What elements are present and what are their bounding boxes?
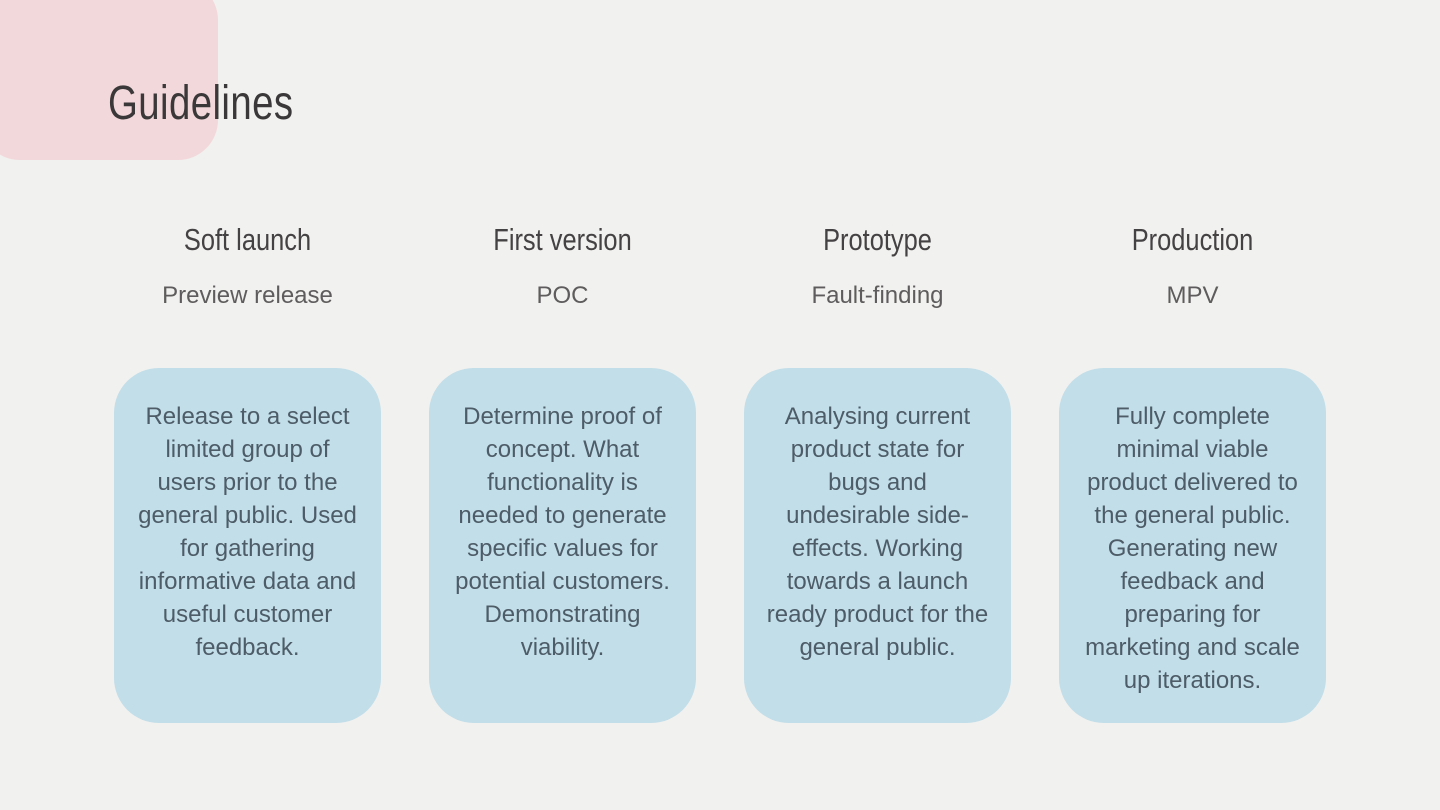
- description-card-first-version: Determine proof of concept. What functio…: [429, 368, 696, 723]
- description-card-production: Fully complete minimal viable product de…: [1059, 368, 1326, 723]
- column-subtitle: Preview release: [162, 282, 333, 309]
- description-card-prototype: Analysing current product state for bugs…: [744, 368, 1011, 723]
- column-title: Prototype: [823, 222, 932, 257]
- column-title: Soft launch: [183, 222, 312, 257]
- description-text: Release to a select limited group of use…: [138, 403, 357, 661]
- description-text: Determine proof of concept. What functio…: [455, 403, 670, 661]
- column-title: Production: [1131, 222, 1254, 257]
- description-text: Fully complete minimal viable product de…: [1085, 403, 1300, 694]
- description-card-soft-launch: Release to a select limited group of use…: [114, 368, 381, 723]
- description-text: Analysing current product state for bugs…: [766, 403, 989, 661]
- column-subtitle: POC: [536, 282, 589, 309]
- column-header-soft-launch: Soft launch Preview release: [114, 222, 381, 310]
- column-title: First version: [493, 222, 632, 257]
- column-header-production: Production MPV: [1059, 222, 1326, 310]
- column-subtitle: MPV: [1166, 282, 1219, 309]
- column-subtitle: Fault-finding: [811, 282, 944, 309]
- column-header-prototype: Prototype Fault-finding: [744, 222, 1011, 310]
- pink-accent-shape: [0, 0, 218, 160]
- page-title: Guidelines: [108, 77, 294, 130]
- description-cards-row: Release to a select limited group of use…: [114, 368, 1326, 723]
- column-headers-row: Soft launch Preview release First versio…: [114, 222, 1326, 310]
- column-header-first-version: First version POC: [429, 222, 696, 310]
